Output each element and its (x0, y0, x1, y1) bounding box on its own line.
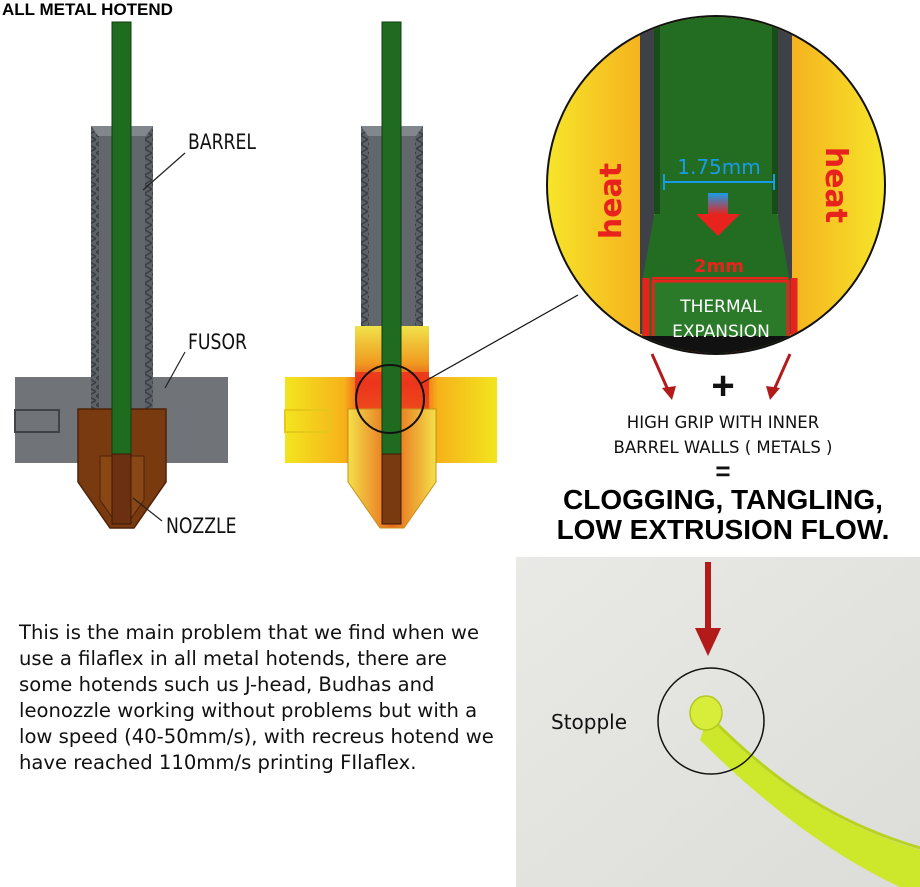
barrel-label: BARREL (188, 130, 257, 154)
outcome-caption: CLOGGING, TANGLING, LOW EXTRUSION FLOW. (523, 485, 920, 545)
focus-circle (355, 364, 425, 434)
diagram-title: ALL METAL HOTEND (2, 0, 173, 19)
outcome-line-1: CLOGGING, TANGLING, (563, 484, 883, 515)
hotend-cold (14, 21, 228, 529)
hotend-heated (284, 21, 579, 529)
grip-caption: HIGH GRIP WITH INNER BARREL WALLS ( META… (543, 410, 903, 460)
fusor-label: FUSOR (188, 330, 247, 354)
grip-line-1: HIGH GRIP WITH INNER (626, 413, 820, 432)
outcome-line-2: LOW EXTRUSION FLOW. (556, 514, 890, 545)
expansion-line-1: THERMAL (680, 297, 762, 317)
diameter-in-label: 1.75mm (677, 155, 761, 179)
equals-sign: = (715, 456, 731, 486)
diameter-out-label: 2mm (693, 256, 745, 277)
stopple-photo (516, 557, 920, 887)
expansion-arrows (650, 353, 792, 400)
filament (111, 21, 132, 455)
nozzle-label: NOZZLE (166, 514, 237, 538)
explanation-paragraph: This is the main problem that we find wh… (19, 621, 494, 774)
heat-left-label: heat (594, 162, 629, 240)
stopple-circle (657, 667, 765, 775)
stopple-blob (689, 695, 723, 731)
expansion-line-2: EXPANSION (672, 322, 770, 342)
grip-line-2: BARREL WALLS ( METALS ) (613, 438, 833, 457)
plus-sign: + (711, 364, 735, 408)
heat-right-label: heat (818, 146, 853, 224)
thermal-expansion-label: THERMAL EXPANSION (656, 295, 786, 345)
stopple-label: Stopple (551, 710, 628, 734)
